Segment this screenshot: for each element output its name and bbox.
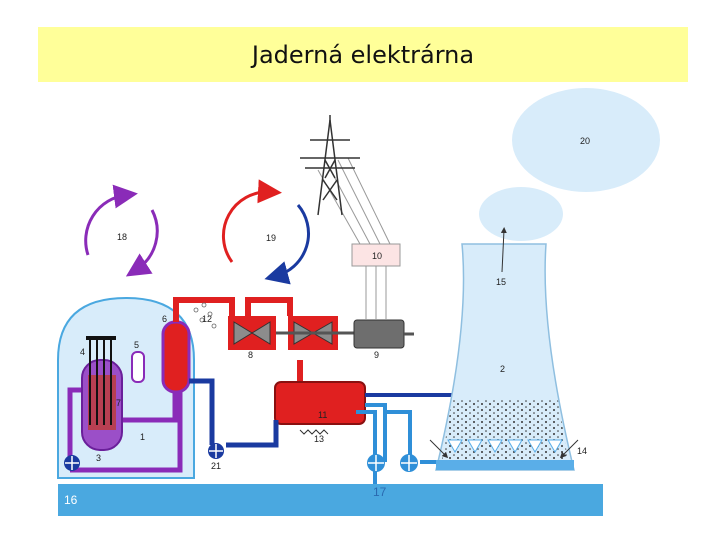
label-17: 17	[373, 485, 387, 499]
cooling-tower-basin	[436, 460, 574, 470]
cloud-large	[512, 88, 660, 192]
condenser-coil	[299, 429, 329, 435]
vapor-arrow	[500, 227, 507, 273]
primary-circulation-arrow-top	[84, 184, 138, 256]
secondary-circulation-arrow-hot	[221, 179, 282, 263]
river-band	[58, 484, 603, 516]
pump-icon	[64, 455, 80, 471]
label-1: 1	[140, 432, 145, 442]
tower-air-inlet-right	[559, 439, 579, 459]
label-21: 21	[211, 461, 221, 471]
label-12: 12	[202, 314, 212, 324]
cloud-small	[479, 187, 563, 241]
generator	[353, 319, 405, 349]
label-16: 16	[64, 493, 78, 507]
steam-line	[173, 297, 293, 322]
high-pressure-turbine	[228, 316, 276, 350]
label-7: 7	[116, 398, 121, 408]
pump-icon	[400, 454, 418, 472]
control-rods	[89, 338, 112, 425]
label-2: 2	[500, 364, 505, 374]
label-8: 8	[248, 350, 253, 360]
label-4: 4	[80, 347, 85, 357]
label-14: 14	[577, 446, 587, 456]
label-5: 5	[134, 340, 139, 350]
steam-generator	[161, 320, 191, 394]
pressurizer	[131, 351, 145, 383]
steam-bubbles	[193, 302, 217, 329]
control-rod-drive	[86, 336, 116, 340]
label-11: 11	[318, 410, 327, 420]
label-10: 10	[372, 251, 382, 261]
secondary-circulation-arrow-cold	[264, 204, 310, 285]
power-pylon-icon	[300, 115, 360, 216]
label-6: 6	[162, 314, 167, 324]
feedwater-line	[189, 378, 279, 448]
title-bar: Jaderná elektrárna	[38, 27, 688, 82]
transmission-wires	[317, 157, 391, 320]
tower-air-inlet-left	[429, 439, 449, 459]
page-title: Jaderná elektrárna	[251, 40, 475, 69]
label-9: 9	[374, 350, 379, 360]
label-3: 3	[96, 453, 101, 463]
pump-icon	[367, 454, 385, 472]
label-20: 20	[580, 136, 590, 146]
cooling-tower-fins	[447, 439, 563, 453]
label-19: 19	[266, 233, 276, 243]
label-13: 13	[314, 434, 324, 444]
pump-icon	[208, 443, 224, 459]
cooling-tower-fill	[442, 400, 568, 460]
primary-circulation-arrow-right	[125, 209, 159, 277]
label-18: 18	[117, 232, 127, 242]
cooling-water-line	[356, 403, 460, 484]
label-15: 15	[496, 277, 506, 287]
